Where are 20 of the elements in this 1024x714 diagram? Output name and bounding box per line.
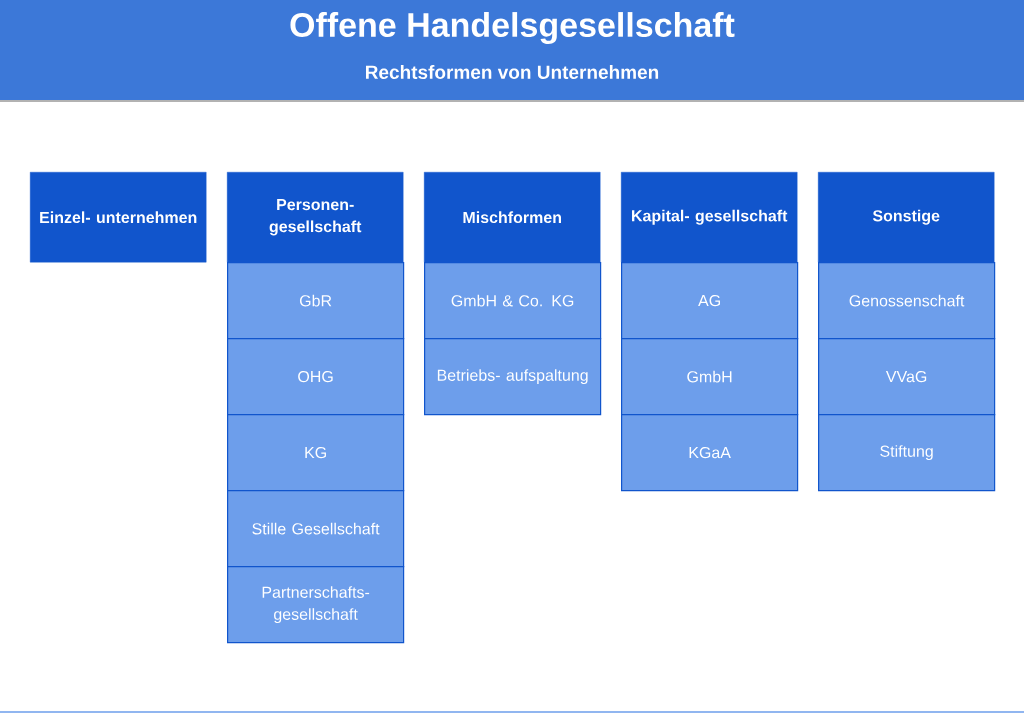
legal-form-cell: Stiftung	[818, 414, 996, 492]
title: Offene Handelsgesellschaft	[290, 12, 735, 44]
legal-form-cell: KGaA	[621, 414, 799, 492]
legal-form-cell: Genossenschaft	[818, 262, 996, 340]
legal-form-cell: GbR	[227, 262, 405, 340]
legal-form-cell: GmbH & Co. KG	[424, 262, 602, 340]
legal-form-cell: Stille Gesellschaft	[227, 490, 405, 568]
category-header: Sonstige	[818, 172, 995, 263]
legal-form-cell: AG	[621, 262, 799, 340]
category-header: Kapital- gesellschaft	[621, 172, 798, 263]
category-header: Einzel- unternehmen	[30, 172, 207, 263]
legal-form-cell: OHG	[227, 338, 405, 416]
subtitle: Rechtsformen von Unternehmen	[366, 65, 659, 79]
legal-form-cell: VVaG	[818, 338, 996, 416]
legal-form-cell: Partnerschafts- gesellschaft	[227, 566, 405, 644]
legal-form-cell: Betriebs- aufspaltung	[424, 338, 602, 416]
legal-form-cell: KG	[227, 414, 405, 492]
category-header: Mischformen	[424, 172, 601, 263]
category-header: Personen- gesellschaft	[227, 172, 404, 263]
legal-form-cell: GmbH	[621, 338, 799, 416]
